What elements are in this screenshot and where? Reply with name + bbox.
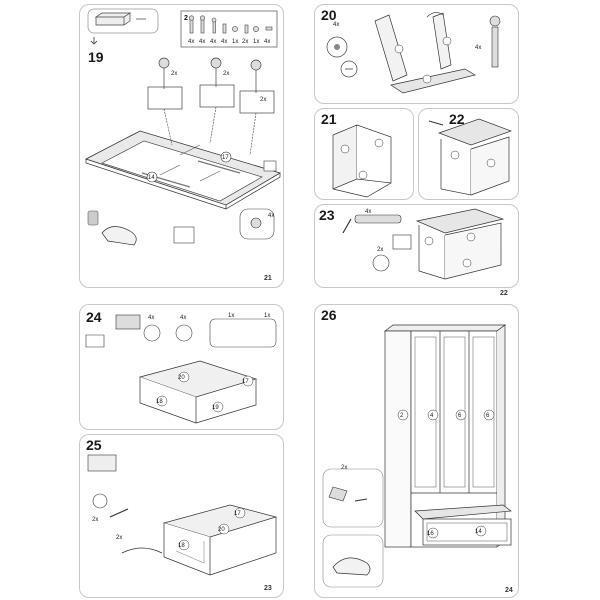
step-21-illustration xyxy=(332,124,392,198)
part-count: 1x xyxy=(253,39,259,45)
step-number: 23 xyxy=(319,207,335,223)
qty-label: 2x xyxy=(116,535,122,541)
qty-label: 4x xyxy=(475,45,481,51)
step-19-illustration: 2 4x 4x 4x 4x 1x 2x 1x 4x 2x 2x 2x xyxy=(84,8,281,246)
part-label: 4 xyxy=(430,413,434,419)
page-22-panel: 4x 2x 23 22 xyxy=(314,204,519,288)
part-label: 19 xyxy=(212,405,219,411)
qty-label: 2x xyxy=(171,71,177,77)
step-24-illustration: 4x 4x 1x 1x 20 19 17 18 xyxy=(85,313,277,424)
part-count: 4x xyxy=(199,39,205,45)
step-23-illustration: 4x 2x xyxy=(342,208,505,280)
part-label: 2 xyxy=(400,413,404,419)
part-label: 6 xyxy=(458,413,462,419)
qty-label: 4x xyxy=(365,209,371,215)
step-number: 25 xyxy=(86,437,102,453)
step-22-illustration xyxy=(428,118,513,196)
qty-label: 4x xyxy=(333,22,339,28)
qty-label: 2x xyxy=(260,97,266,103)
step-24-panel: 4x 4x 1x 1x 20 19 17 18 24 xyxy=(79,304,284,430)
part-count: 4x xyxy=(221,39,227,45)
qty-label: 2x xyxy=(223,71,229,77)
qty-label: 4x xyxy=(180,315,186,321)
step-26-illustration: 2 4 6 6 14 16 2x xyxy=(322,324,512,588)
qty-label: 4x xyxy=(268,213,274,219)
step-number: 20 xyxy=(321,7,337,23)
qty-label: 2x xyxy=(92,517,98,523)
part-label: 18 xyxy=(156,399,163,405)
qty-label: 4x xyxy=(148,315,154,321)
step-21-panel: 21 xyxy=(314,108,414,200)
page-23-panel: 2x 2x 17 20 18 25 23 xyxy=(79,434,284,598)
part-count: 2x xyxy=(242,39,248,45)
qty-label: 1x xyxy=(228,313,234,319)
step-number: 26 xyxy=(321,307,337,323)
step-22-panel: 22 xyxy=(418,108,519,200)
part-label: 14 xyxy=(148,175,155,181)
qty-label: 2x xyxy=(341,465,347,471)
step-20-panel: 4x 4x 20 xyxy=(314,4,519,104)
part-label: 14 xyxy=(475,529,482,535)
page-number: 21 xyxy=(264,275,272,282)
page-21-panel: 2 4x 4x 4x 4x 1x 2x 1x 4x 2x 2x 2x xyxy=(79,4,284,288)
qty-label: 1x xyxy=(264,313,270,319)
page-number: 22 xyxy=(500,290,508,297)
part-label: 18 xyxy=(178,543,185,549)
part-label: 17 xyxy=(234,511,241,517)
parts-badge: 2 xyxy=(184,15,188,22)
part-label: 16 xyxy=(427,531,434,537)
page-number: 23 xyxy=(264,585,272,592)
part-count: 4x xyxy=(264,39,270,45)
step-number: 19 xyxy=(88,49,104,65)
qty-label: 2x xyxy=(377,247,383,253)
step-number: 22 xyxy=(449,111,465,127)
part-label: 17 xyxy=(242,379,249,385)
part-count: 4x xyxy=(210,39,216,45)
page-24-panel: 2 4 6 6 14 16 2x 26 24 xyxy=(314,304,519,598)
part-count: 1x xyxy=(232,39,238,45)
page-number: 24 xyxy=(505,587,513,594)
part-label: 20 xyxy=(218,527,225,533)
part-label: 6 xyxy=(486,413,490,419)
part-label: 20 xyxy=(178,375,185,381)
step-25-illustration: 2x 2x 17 20 18 xyxy=(87,454,278,576)
part-label: 17 xyxy=(222,155,229,161)
step-number: 24 xyxy=(86,309,102,325)
part-count: 4x xyxy=(188,39,194,45)
step-20-illustration: 4x 4x xyxy=(326,12,501,94)
step-number: 21 xyxy=(321,111,337,127)
